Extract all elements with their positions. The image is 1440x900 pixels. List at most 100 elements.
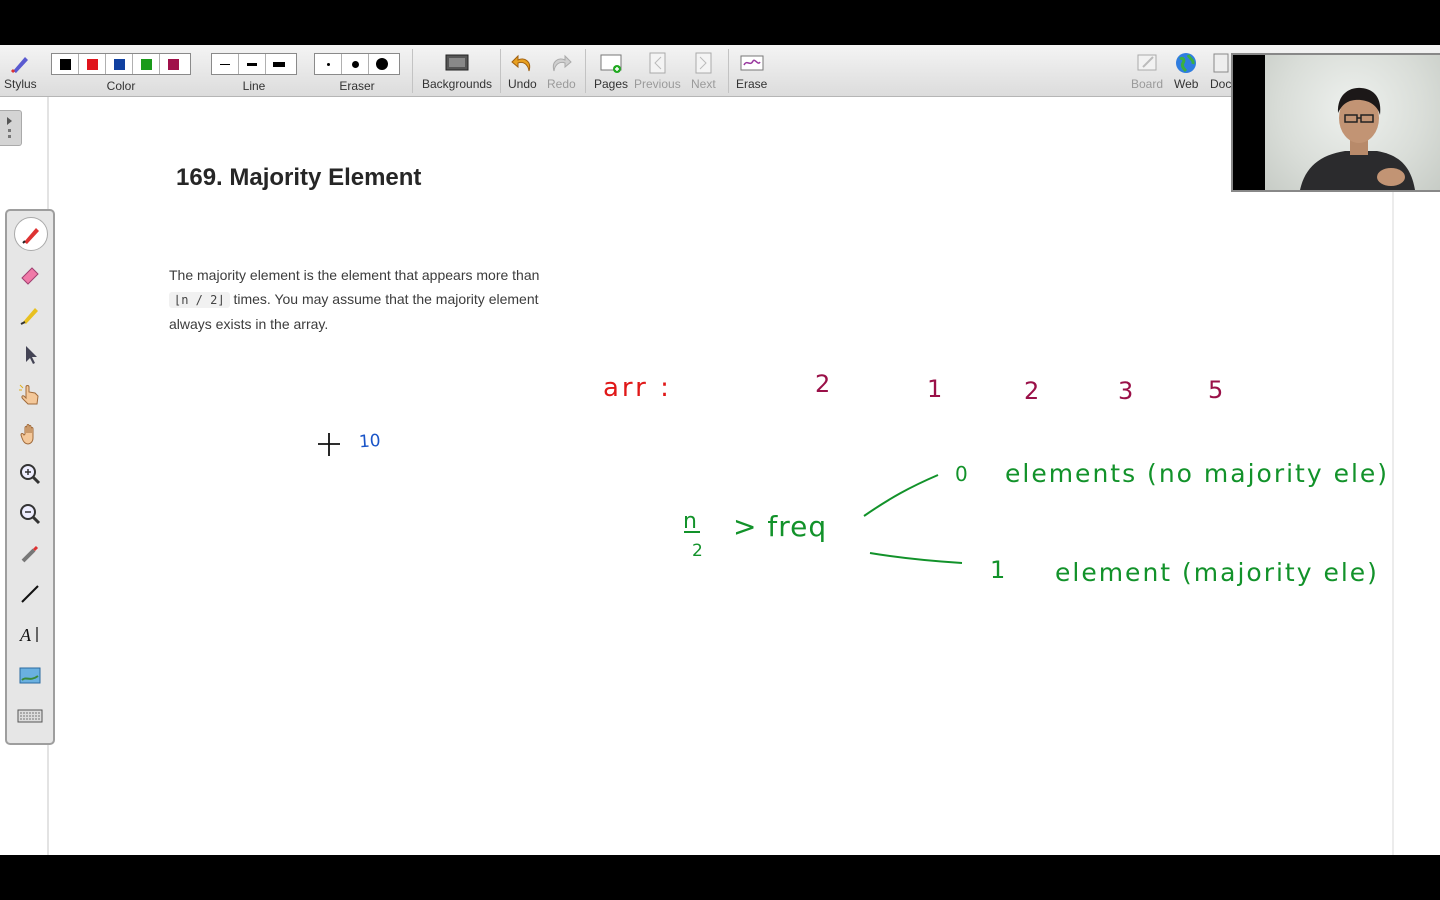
stylus-icon (11, 57, 29, 74)
ink-arr-value: 2 (1024, 377, 1039, 405)
next-label: Next (691, 77, 716, 91)
color-blue[interactable] (106, 54, 133, 74)
line-medium[interactable] (239, 54, 266, 74)
top-black-bar (0, 0, 1440, 45)
line-thin[interactable] (212, 54, 239, 74)
line-tool[interactable] (12, 577, 48, 611)
keyboard-icon (17, 709, 43, 723)
line-group: Line (211, 49, 297, 93)
hand-pointer-icon (19, 384, 39, 405)
pages-icon (600, 54, 622, 73)
click-tool[interactable] (12, 377, 48, 411)
description-line-3: always exists in the array. (169, 316, 329, 332)
previous-label: Previous (634, 77, 681, 91)
next-page-icon (695, 52, 712, 74)
stylus-tool[interactable]: Stylus (4, 49, 37, 91)
eraser-label: Eraser (339, 79, 375, 93)
previous-button[interactable]: Previous (634, 49, 681, 91)
whiteboard-page[interactable] (47, 97, 1394, 855)
previous-page-icon (649, 52, 666, 74)
backgrounds-icon (445, 54, 469, 71)
document-icon (1213, 53, 1229, 73)
eraser-group: Eraser (314, 49, 400, 93)
color-red[interactable] (79, 54, 106, 74)
erase-button[interactable]: Erase (736, 49, 767, 91)
ink-branch-1-text: element (majority ele) (1055, 558, 1379, 587)
next-button[interactable]: Next (691, 49, 716, 91)
pages-label: Pages (594, 77, 629, 91)
expand-arrow-icon (7, 117, 12, 138)
ink-branch-0-text: elements (no majority ele) (1005, 459, 1389, 488)
pages-button[interactable]: Pages (594, 49, 628, 91)
color-maroon[interactable] (160, 54, 186, 74)
doc-button[interactable]: Doc (1210, 49, 1231, 91)
zoom-out-tool[interactable] (12, 497, 48, 531)
backgrounds-label: Backgrounds (422, 77, 493, 91)
ink-ten: 10 (358, 431, 381, 452)
zoom-out-icon (20, 504, 41, 525)
undo-icon (511, 54, 531, 72)
highlighter-tool[interactable] (12, 297, 48, 331)
line-icon (21, 585, 39, 603)
toolbar-separator (728, 49, 729, 93)
web-button[interactable]: Web (1174, 49, 1198, 91)
text-icon: A (19, 625, 38, 645)
pen-icon (22, 228, 39, 244)
eraser-tool[interactable] (12, 257, 48, 291)
svg-text:A: A (19, 625, 32, 645)
branch-line-upper (863, 474, 939, 517)
branch-line-lower (869, 552, 963, 564)
toolbar-separator (412, 49, 413, 93)
redo-icon (553, 54, 573, 72)
globe-icon (1176, 53, 1197, 73)
board-label: Board (1131, 77, 1164, 91)
pointer-arrow-icon (26, 346, 37, 364)
redo-button[interactable]: Redo (547, 49, 576, 91)
eraser-small[interactable] (315, 54, 342, 74)
color-group: Color (51, 49, 191, 93)
ink-arr-value: 1 (927, 375, 942, 403)
keyboard-tool[interactable] (12, 699, 48, 733)
palette-toggle-tab[interactable] (0, 110, 22, 146)
redo-label: Redo (547, 77, 576, 91)
undo-button[interactable]: Undo (508, 49, 537, 91)
undo-label: Undo (508, 77, 537, 91)
bottom-black-bar (0, 855, 1440, 900)
erase-label: Erase (736, 77, 768, 91)
ink-arr-value: 3 (1118, 377, 1133, 405)
description-code: ⌊n / 2⌋ (169, 292, 230, 308)
zoom-in-tool[interactable] (12, 457, 48, 491)
zoom-in-icon (20, 464, 41, 485)
erase-icon (740, 55, 764, 71)
backgrounds-button[interactable]: Backgrounds (422, 49, 492, 91)
stylus-label: Stylus (4, 77, 37, 91)
ink-two: 2 (692, 541, 703, 561)
screen-capture-tool[interactable] (12, 659, 48, 693)
pan-tool[interactable] (12, 417, 48, 451)
select-tool[interactable] (12, 337, 48, 371)
laser-pointer-tool[interactable] (12, 537, 48, 571)
doc-label: Doc (1210, 77, 1232, 91)
board-icon (1137, 54, 1157, 71)
line-label: Line (242, 79, 266, 93)
webcam-overlay[interactable] (1231, 53, 1440, 192)
toolbar: Stylus Color Line Eraser Backgrounds (0, 45, 1440, 97)
board-button[interactable]: Board (1131, 49, 1163, 91)
color-green[interactable] (133, 54, 160, 74)
description-line-2: times. You may assume that the majority … (233, 291, 539, 307)
ink-gt-freq: > freq (733, 510, 827, 543)
pen-tool[interactable] (14, 217, 48, 251)
problem-description: The majority element is the element that… (169, 263, 599, 336)
tool-palette: A (5, 209, 55, 745)
screen-capture-icon (19, 667, 41, 684)
eraser-large[interactable] (369, 54, 395, 74)
laser-pointer-icon (21, 545, 39, 563)
toolbar-separator (500, 49, 501, 93)
text-tool[interactable]: A (12, 617, 48, 651)
presenter-silhouette (1300, 87, 1415, 190)
line-thick[interactable] (266, 54, 292, 74)
toolbar-separator (585, 49, 586, 93)
color-black[interactable] (52, 54, 79, 74)
eraser-medium[interactable] (342, 54, 369, 74)
